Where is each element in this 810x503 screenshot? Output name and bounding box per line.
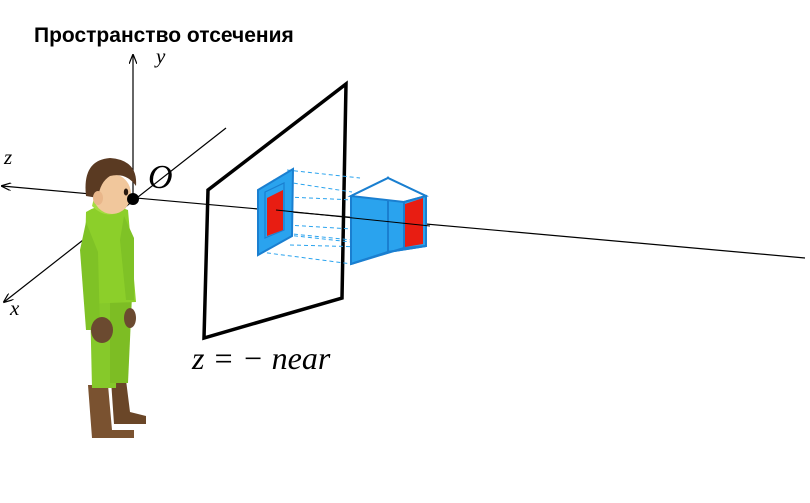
projected-red-face xyxy=(267,190,283,236)
y-axis-label: y xyxy=(156,44,166,68)
projected-square xyxy=(257,167,295,257)
x-axis-label: x xyxy=(10,296,20,320)
frustum-red-face xyxy=(405,198,423,247)
diagram-title: Пространство отсечения xyxy=(34,24,294,47)
origin-label: O xyxy=(148,159,173,196)
z-axis-overlay xyxy=(275,209,431,227)
character-figure xyxy=(80,158,146,438)
frustum-object xyxy=(347,176,429,266)
origin-point xyxy=(127,193,139,205)
z-axis-label: z xyxy=(4,145,13,169)
near-plane-label: z = − near xyxy=(192,340,331,376)
near-plane xyxy=(202,80,348,341)
